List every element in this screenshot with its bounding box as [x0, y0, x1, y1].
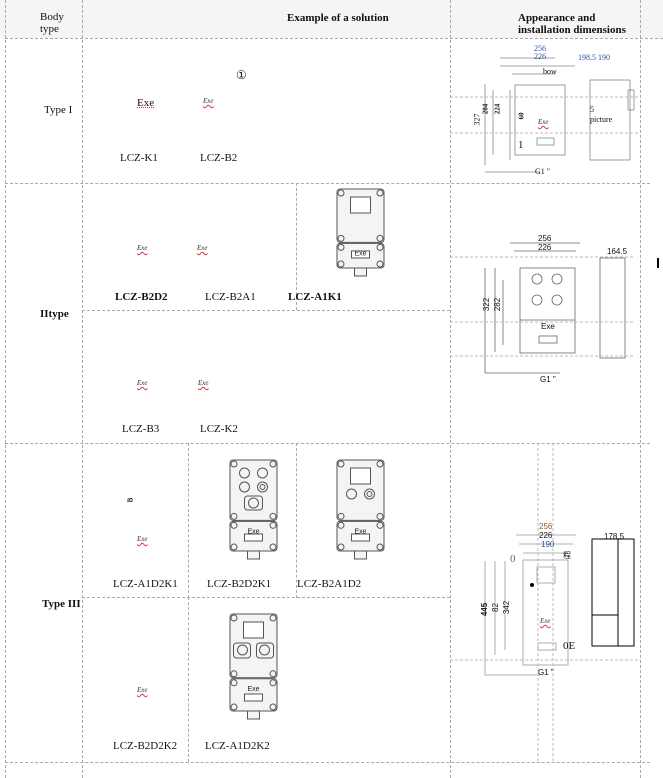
- model-label: LCZ-B2: [200, 152, 238, 164]
- dim-label: 0E: [563, 640, 576, 652]
- exe-mark: Exe: [137, 535, 148, 543]
- dim-label: 256: [539, 522, 553, 531]
- dim-label: 226: [534, 52, 546, 61]
- svg-text:Exe: Exe: [247, 528, 259, 535]
- dim-label: 5: [590, 105, 594, 114]
- model-label: LCZ-B3: [122, 423, 160, 435]
- dim-label: 256: [534, 44, 546, 53]
- model-label: LCZ-B2D2K1: [207, 578, 272, 590]
- dim-label: 342: [502, 600, 512, 615]
- model-label: LCZ-B2D2: [115, 291, 168, 303]
- device-image-b2a1d2: Exe: [333, 458, 388, 562]
- dim-label: 164.5: [607, 247, 628, 256]
- table-header: [0, 0, 663, 38]
- model-label: LCZ-K1: [120, 152, 158, 164]
- exe-mark: Exe: [137, 379, 148, 387]
- dim-label: 0: [510, 553, 516, 565]
- exe-mark: Exe: [137, 244, 148, 252]
- exe-mark: Exe: [540, 617, 551, 625]
- exe-mark: Exe: [137, 97, 155, 109]
- header-body-type: Body type: [40, 11, 64, 35]
- device-image-b2d2k1: Exe: [226, 458, 281, 562]
- dim-label: 445: [480, 602, 490, 617]
- dim-label: bow: [543, 67, 557, 76]
- device-image-a1k1: Exe: [333, 187, 388, 279]
- svg-text:Exe: Exe: [354, 528, 366, 535]
- svg-text:Exe: Exe: [354, 250, 366, 257]
- circle-mark: ①: [236, 68, 247, 82]
- dim-label: 1: [518, 139, 524, 151]
- exe-mark: Exe: [538, 118, 549, 126]
- body-type-2: IItype: [40, 308, 69, 320]
- device-image-a1d2k2: Exe: [226, 612, 281, 722]
- dim-label: 82: [490, 603, 500, 612]
- model-label: LCZ-A1K1: [288, 291, 342, 303]
- dim-label: picture: [590, 115, 613, 124]
- dim-label: Exe: [541, 322, 555, 331]
- model-label: LCZ-A1D2K2: [205, 740, 270, 752]
- dim-label: 226: [539, 531, 553, 540]
- exe-mark: Exe: [197, 244, 208, 252]
- model-label: LCZ-K2: [200, 423, 238, 435]
- exe-mark: Exe: [137, 686, 148, 694]
- model-label: LCZ-A1D2K1: [113, 578, 178, 590]
- exe-mark: Exe: [198, 379, 209, 387]
- exe-mark: Exe: [203, 97, 214, 105]
- dim-label: G1 ": [538, 668, 554, 677]
- dim-label: G1 ": [540, 375, 556, 384]
- dim-label: 198.5 190: [578, 53, 610, 62]
- dim-label: 程: [563, 551, 571, 560]
- header-appearance: Appearance and installation dimensions: [518, 12, 626, 36]
- dim-label: 178.5: [604, 532, 625, 541]
- dim-label: G1 ": [535, 167, 551, 176]
- model-label: LCZ-B2A1: [205, 291, 256, 303]
- svg-text:Exe: Exe: [247, 686, 259, 693]
- header-example: Example of a solution: [287, 12, 389, 24]
- dim-label: 256: [538, 234, 552, 243]
- dim-label: 190: [541, 540, 555, 549]
- model-label: LCZ-B2D2K2: [113, 740, 178, 752]
- body-type-3: Type III: [42, 598, 81, 610]
- body-type-1: Type I: [44, 104, 73, 116]
- model-label: LCZ-B2A1D2: [297, 578, 362, 590]
- dim-label: 226: [538, 243, 552, 252]
